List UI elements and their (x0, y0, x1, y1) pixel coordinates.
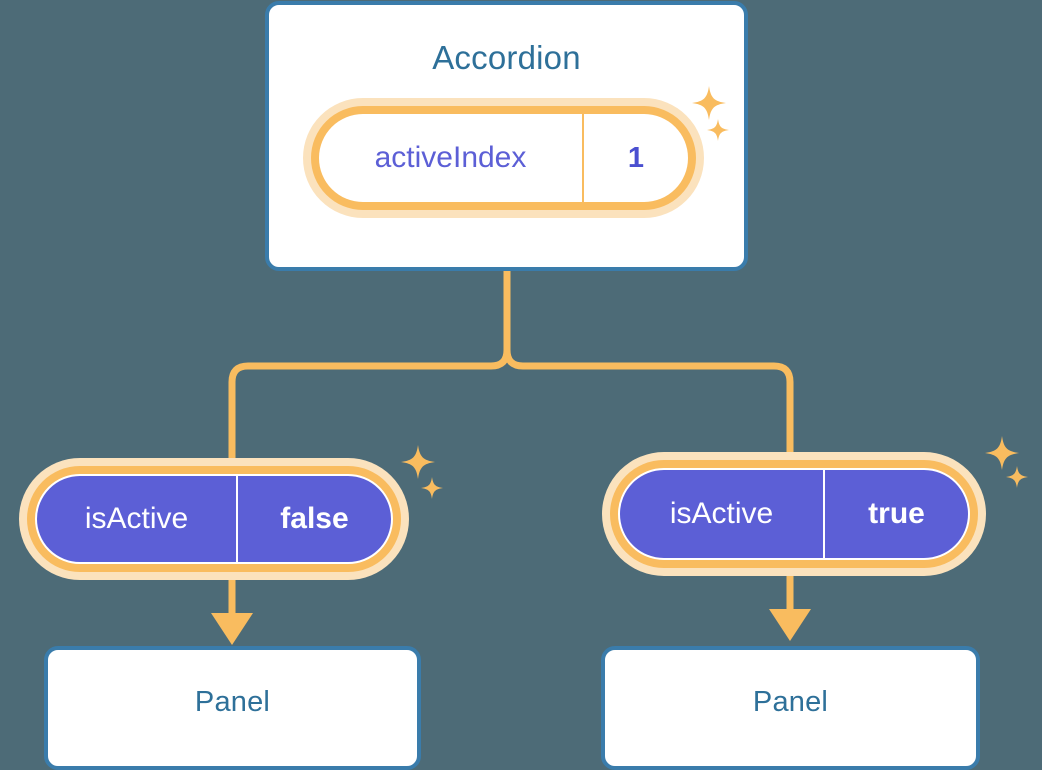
panel-card-left[interactable]: Panel (44, 646, 421, 770)
state-pill-ring: activeIndex 1 (311, 106, 696, 210)
sparkle-icon (985, 436, 1019, 470)
prop-pill-value: true (868, 497, 925, 530)
prop-pill-body: isActive false (35, 474, 393, 564)
prop-pill-key: isActive (620, 470, 825, 558)
prop-pill-key: isActive (37, 476, 238, 562)
prop-pill-ring: isActive true (610, 460, 978, 568)
state-pill-key: activeIndex (319, 114, 584, 202)
panel-card-right[interactable]: Panel (601, 646, 980, 770)
state-pill-value: 1 (627, 141, 645, 174)
state-pill-activeindex[interactable]: activeIndex 1 (303, 98, 704, 218)
panel-card-right-label: Panel (752, 686, 829, 718)
prop-pill-body: isActive true (618, 468, 970, 560)
prop-pill-isactive-false[interactable]: isActive false (19, 458, 409, 580)
prop-pill-isactive-true[interactable]: isActive true (602, 452, 986, 576)
sparkle-icon (1006, 466, 1028, 488)
sparkle-icon (401, 445, 435, 479)
panel-card-left-label: Panel (194, 686, 271, 718)
sparkle-icon (421, 477, 443, 499)
page-title: Accordion (432, 39, 581, 76)
prop-pill-ring: isActive false (27, 466, 401, 572)
state-pill-body: activeIndex 1 (319, 114, 688, 202)
prop-pill-value: false (280, 502, 349, 535)
